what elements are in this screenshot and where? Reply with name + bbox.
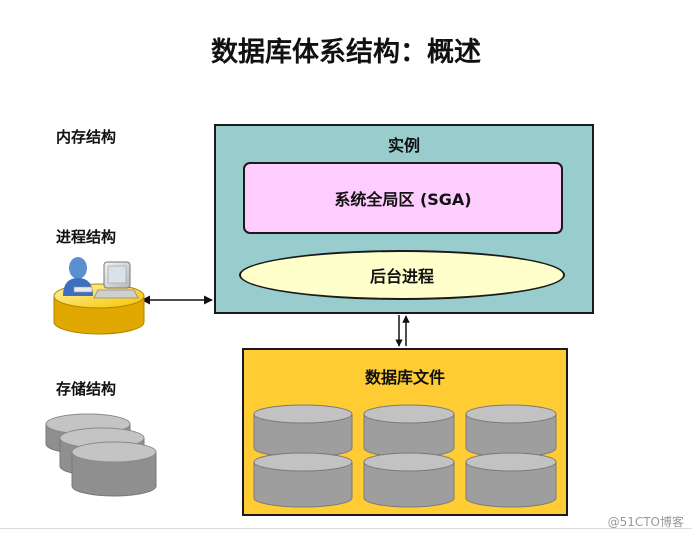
storage-structure-label: 存储结构 (56, 380, 117, 398)
background-process-label: 后台进程 (369, 267, 434, 286)
background-process-ellipse: 后台进程 (239, 250, 565, 300)
instance-box: 实例 系统全局区 (SGA) 后台进程 (214, 124, 594, 314)
database-file-disks (253, 404, 557, 508)
datafile-disk (465, 452, 557, 508)
page-title: 数据库体系结构：概述 (211, 37, 481, 68)
disk-stack-icon (45, 413, 157, 497)
memory-structure-label: 内存结构 (56, 128, 117, 146)
user-at-computer-icon (53, 257, 145, 335)
instance-label: 实例 (387, 136, 420, 155)
datafile-disk (253, 452, 353, 508)
datafile-disk (363, 404, 455, 458)
datafile-disk (363, 452, 455, 508)
bottom-divider (0, 528, 692, 529)
sga-box: 系统全局区 (SGA) (243, 162, 563, 234)
sga-label: 系统全局区 (SGA) (334, 190, 472, 209)
database-files-label: 数据库文件 (364, 368, 445, 387)
datafile-disk (465, 404, 557, 458)
process-structure-label: 进程结构 (56, 228, 117, 246)
datafile-disk (253, 404, 353, 458)
watermark: @51CTO博客 (607, 515, 684, 529)
